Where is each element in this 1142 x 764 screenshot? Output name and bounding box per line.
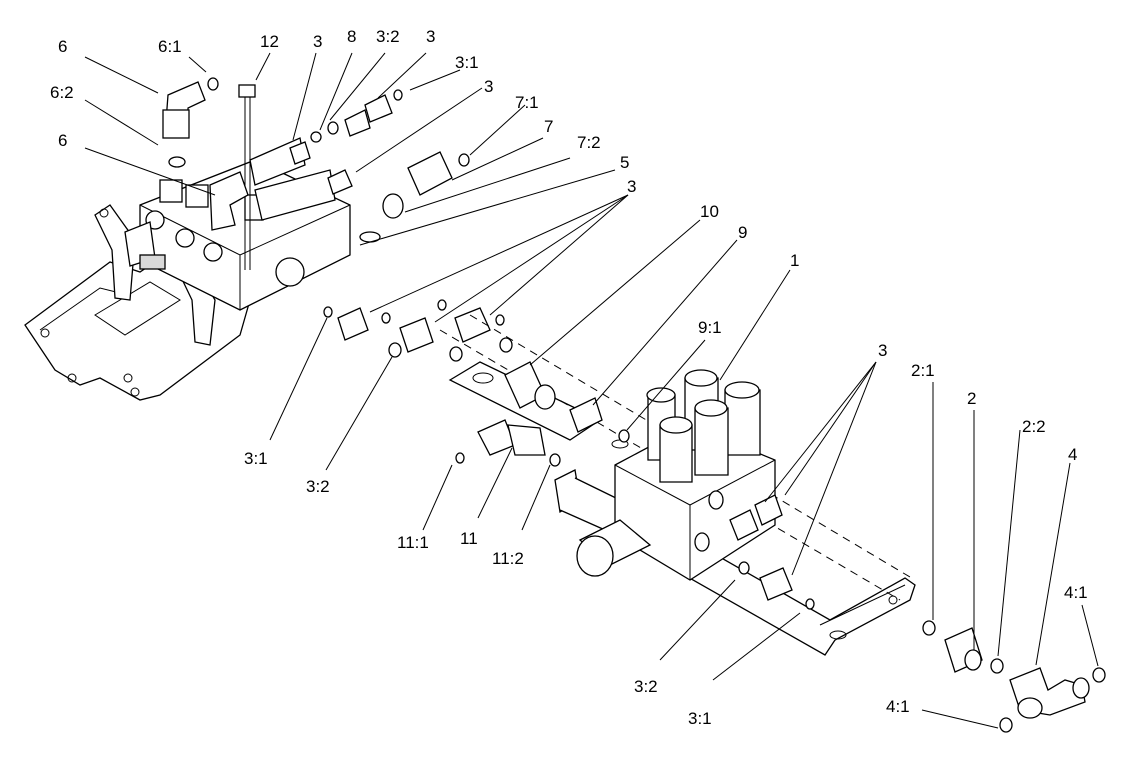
callout-3-d: 3 bbox=[627, 177, 636, 196]
callout-4: 4 bbox=[1068, 445, 1077, 464]
callout-4-1-right: 4:1 bbox=[1064, 583, 1088, 602]
callout-7-2: 7:2 bbox=[577, 133, 601, 152]
callout-3-b: 3 bbox=[426, 27, 435, 46]
callout-11-2: 11:2 bbox=[492, 549, 524, 568]
callout-labels: 6 6:1 12 3 8 3:2 3 3:1 6:2 3 7:1 6 7 7:2… bbox=[50, 27, 1088, 728]
callout-3-2-left: 3:2 bbox=[306, 477, 330, 496]
callout-3-1-bottom: 3:1 bbox=[688, 709, 712, 728]
elbow-fitting-11 bbox=[455, 419, 561, 467]
elbow-fitting-6-top bbox=[162, 77, 219, 168]
callout-1: 1 bbox=[790, 251, 799, 270]
callout-9: 9 bbox=[738, 223, 747, 242]
callout-6-mid: 6 bbox=[58, 131, 67, 150]
fitting-9 bbox=[569, 397, 630, 443]
callout-4-1-bottom: 4:1 bbox=[886, 697, 910, 716]
fitting-7 bbox=[382, 151, 470, 219]
callout-10: 10 bbox=[700, 202, 719, 221]
callout-3-c: 3 bbox=[484, 77, 493, 96]
callout-3-1-top: 3:1 bbox=[455, 53, 479, 72]
callout-9-1: 9:1 bbox=[698, 318, 722, 337]
callout-11: 11 bbox=[460, 529, 478, 548]
callout-3-a: 3 bbox=[313, 32, 322, 51]
callout-7-1: 7:1 bbox=[515, 93, 539, 112]
callout-3-1-left: 3:1 bbox=[244, 449, 268, 468]
manifold-block-1 bbox=[576, 369, 783, 581]
callout-6-2: 6:2 bbox=[50, 83, 74, 102]
callout-11-1: 11:1 bbox=[397, 533, 429, 552]
lower-manifold-fittings bbox=[738, 561, 815, 610]
callout-3-2-bottom: 3:2 bbox=[634, 677, 658, 696]
callout-2-2: 2:2 bbox=[1022, 417, 1046, 436]
leader-lines bbox=[84, 52, 1099, 729]
right-fittings bbox=[922, 620, 1106, 733]
callout-6-top: 6 bbox=[58, 37, 67, 56]
callout-8: 8 bbox=[347, 27, 356, 46]
callout-7: 7 bbox=[544, 117, 553, 136]
bolt-12 bbox=[238, 84, 256, 270]
callout-3-2-top: 3:2 bbox=[376, 27, 400, 46]
callout-6-1: 6:1 bbox=[158, 37, 182, 56]
callout-5: 5 bbox=[620, 153, 629, 172]
control-valve-body bbox=[124, 137, 381, 311]
middle-fittings-row bbox=[323, 299, 513, 362]
upper-fittings bbox=[289, 89, 403, 195]
callout-2: 2 bbox=[967, 389, 976, 408]
callout-12: 12 bbox=[260, 32, 279, 51]
elbow-fitting-6-mid bbox=[209, 171, 249, 231]
filter-10 bbox=[504, 361, 556, 410]
callout-3-e: 3 bbox=[878, 341, 887, 360]
callout-2-1: 2:1 bbox=[911, 361, 935, 380]
